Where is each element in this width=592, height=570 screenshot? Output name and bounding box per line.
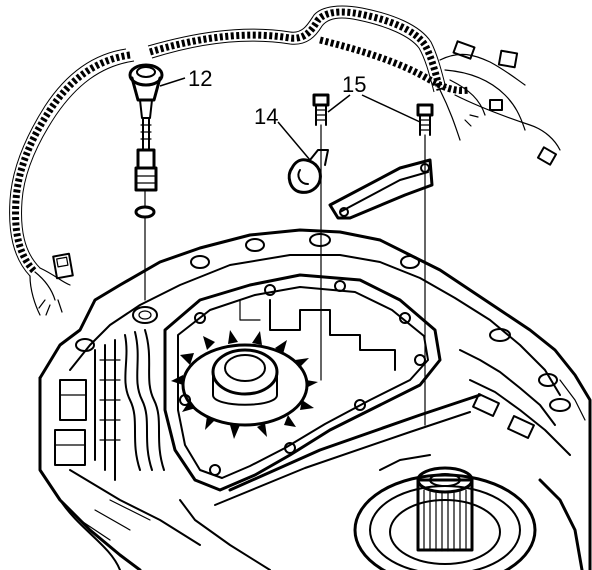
callout-15: 15 (342, 72, 366, 97)
callout-12: 12 (188, 66, 212, 91)
callout-leaders (159, 77, 421, 161)
sensor-assembly-12 (128, 63, 164, 301)
wiring-harness (9, 5, 561, 316)
bracket (328, 158, 434, 220)
drive-gear (171, 330, 318, 439)
transaxle-case (38, 228, 592, 570)
callout-14: 14 (254, 104, 278, 129)
output-shaft (353, 466, 537, 570)
clip-14 (287, 149, 329, 194)
